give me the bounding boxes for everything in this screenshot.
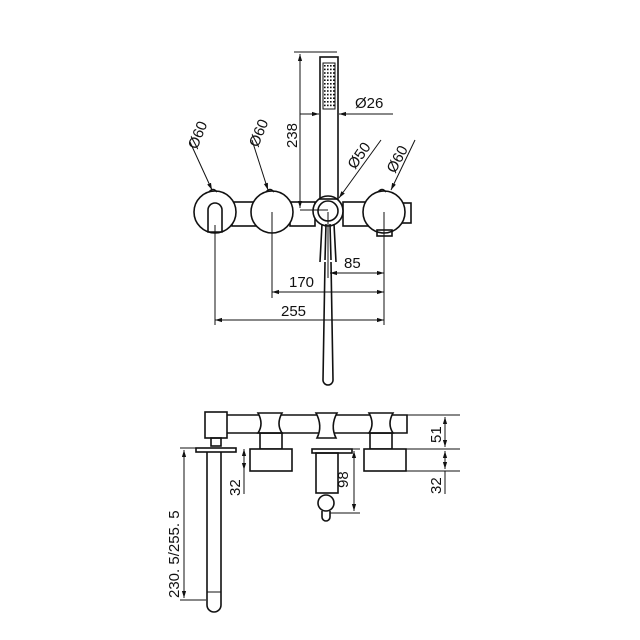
dimension-230-255: 230. 5/255. 5 <box>166 510 183 598</box>
dimension-255: 255 <box>281 303 306 320</box>
trim-plate-left <box>249 448 293 472</box>
diameter-60-right: Ø60 <box>384 143 412 176</box>
dimension-238: 238 <box>284 123 301 148</box>
hand-shower <box>319 56 339 386</box>
leader-60-left <box>189 141 213 191</box>
bar-segment <box>289 201 316 227</box>
handle-profile-left <box>256 412 284 434</box>
leader-60-right <box>390 139 416 191</box>
dimension-32-left: 32 <box>227 479 244 496</box>
dimension-98: 98 <box>335 471 352 488</box>
body-bar <box>205 414 408 434</box>
side-view: 230. 5/255. 5 32 98 51 32 <box>166 411 460 613</box>
dimension-170: 170 <box>289 274 314 291</box>
handle-profile-right <box>367 412 395 434</box>
leader-60-center <box>251 139 269 191</box>
trim-plate-right <box>363 448 407 472</box>
dimension-51: 51 <box>428 426 445 443</box>
dimension-32-right: 32 <box>428 477 445 494</box>
handle-stem-left <box>259 432 283 450</box>
front-view: 238 Ø26 Ø60 Ø60 Ø50 Ø60 85 170 255 <box>185 51 416 386</box>
spout-connector <box>210 437 222 447</box>
dimension-85: 85 <box>344 255 361 272</box>
diameter-60-center: Ø60 <box>246 117 272 150</box>
leader-50 <box>338 139 382 199</box>
handle-stem-right <box>369 432 393 450</box>
diverter-profile <box>314 412 339 439</box>
shower-nozzle-grid <box>322 62 336 110</box>
hose-connector <box>317 494 335 512</box>
spout-head <box>204 411 228 439</box>
diameter-26: Ø26 <box>355 95 383 112</box>
spout-pipe <box>206 452 222 613</box>
spout-plate <box>195 447 237 453</box>
diameter-60-left: Ø60 <box>185 119 211 152</box>
diverter-outlet <box>315 452 339 494</box>
diverter <box>312 195 344 263</box>
